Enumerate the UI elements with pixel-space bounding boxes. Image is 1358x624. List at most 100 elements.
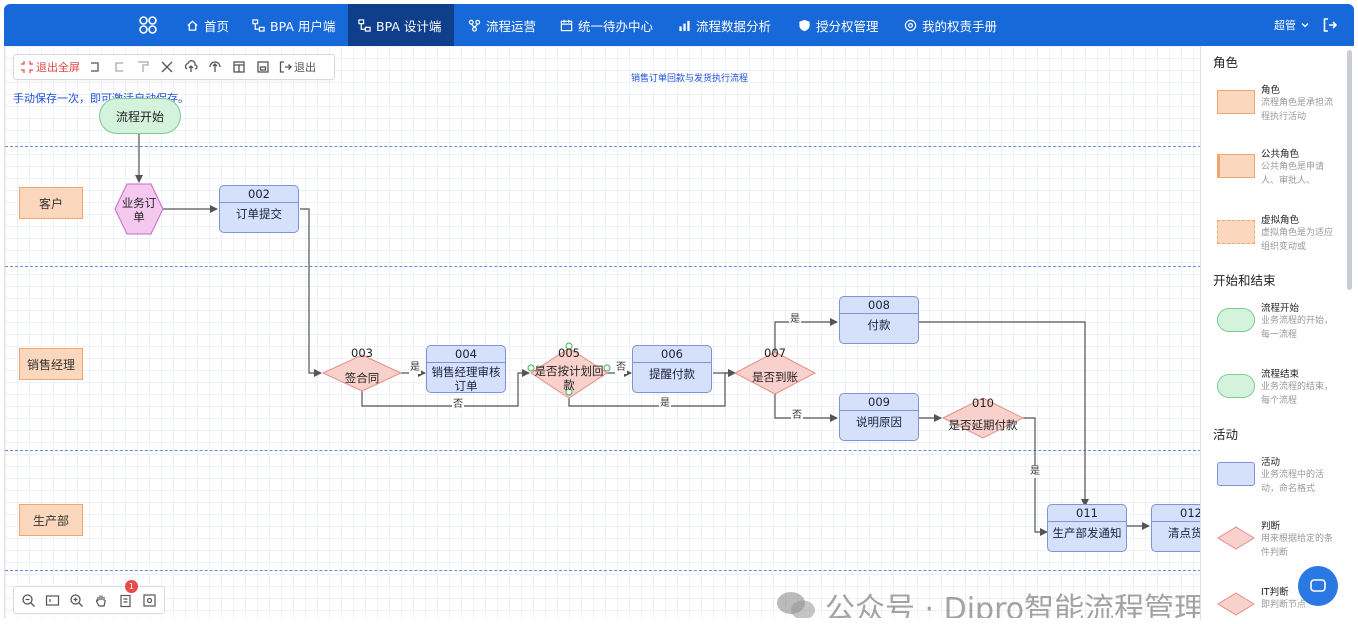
- palette-item-title: 流程结束: [1261, 369, 1300, 380]
- role-shape: [1217, 90, 1255, 114]
- panel-scrollbar[interactable]: [1347, 50, 1352, 290]
- redo-button[interactable]: [108, 56, 130, 78]
- user-menu[interactable]: 超管: [1274, 4, 1310, 46]
- pan-hand-button[interactable]: [91, 589, 112, 611]
- fit-view-button[interactable]: [42, 589, 63, 611]
- clipboard-icon: [120, 594, 131, 607]
- upload-button[interactable]: [180, 56, 202, 78]
- minimap-icon: [143, 593, 156, 607]
- manual-icon: [904, 19, 917, 31]
- anchor-handle: [565, 388, 573, 396]
- decision-010: [941, 397, 1025, 439]
- nav-authorization[interactable]: 授分权管理: [788, 4, 889, 46]
- zoom-in-button[interactable]: [66, 589, 87, 611]
- process-number: 011: [1048, 505, 1126, 522]
- edge: [774, 318, 838, 355]
- fit-view-icon: [46, 594, 60, 606]
- anchor-handle: [527, 364, 535, 372]
- process-name: 销售经理审核订单: [431, 365, 501, 393]
- chart-icon: [679, 20, 690, 31]
- anchor-handle: [565, 342, 573, 350]
- palette-item-desc: 虚拟角色是为适应组织变动或: [1261, 228, 1334, 252]
- exit-button[interactable]: 退出: [276, 56, 318, 78]
- palette-virtual-role[interactable]: 虚拟角色 虚拟角色是为适应组织变动或: [1217, 215, 1349, 276]
- diagram-canvas[interactable]: 退出全屏 退出 手动保存一次，即可激活自动保存。 销售订单回款与发货执行流程 客…: [4, 46, 1200, 618]
- activity-shape: [1217, 462, 1255, 486]
- layout-button[interactable]: [228, 56, 250, 78]
- palette-decision[interactable]: 判断 用来根据给定的条件判断: [1217, 521, 1349, 582]
- exit-icon: [279, 61, 292, 73]
- upload-icon: [209, 61, 221, 72]
- layout-icon: [233, 61, 245, 73]
- top-navigation: 首页 BPA 用户端 BPA 设计端 流程运营 统一待办中心 流程数据分析 授分…: [4, 4, 1354, 46]
- undo-button[interactable]: [84, 56, 106, 78]
- save-icon: [257, 61, 269, 73]
- section-roles: 角色: [1213, 55, 1239, 70]
- role-label: 客户: [38, 196, 63, 211]
- process-name: 清点货物: [1168, 526, 1200, 540]
- minimap-button[interactable]: [139, 589, 160, 611]
- decision-name[interactable]: 是否延期付款: [948, 418, 1018, 432]
- anchor-handle: [603, 364, 611, 372]
- palette-public-role[interactable]: 公共角色 公共角色是申请人、审批人、: [1217, 149, 1349, 210]
- lane-divider: [5, 570, 1200, 571]
- diagram-edges: [135, 134, 1150, 536]
- nav-todo-center[interactable]: 统一待办中心: [550, 4, 663, 46]
- zoom-in-icon: [70, 593, 84, 607]
- palette-item-title: IT判断: [1261, 587, 1289, 598]
- role-sales-manager[interactable]: 销售经理: [19, 348, 83, 380]
- clipboard-button[interactable]: 1: [115, 580, 138, 611]
- save-button[interactable]: [252, 56, 274, 78]
- format-painter-button[interactable]: [132, 56, 154, 78]
- watermark: 公众号 · Dipro智能流程管理: [775, 584, 1200, 618]
- nav-bpa-user[interactable]: BPA 用户端: [242, 4, 345, 46]
- role-production[interactable]: 生产部: [19, 504, 83, 536]
- role-customer[interactable]: 客户: [19, 187, 83, 219]
- palette-flow-end[interactable]: 流程结束 业务流程的结束，每个流程: [1217, 369, 1349, 430]
- zoom-out-button[interactable]: [18, 589, 39, 611]
- watermark-text: 公众号 · Dipro智能流程管理: [825, 592, 1200, 618]
- edge: [300, 208, 322, 377]
- section-activity: 活动: [1213, 427, 1239, 442]
- exit-fullscreen-button[interactable]: 退出全屏: [18, 56, 82, 78]
- start-node[interactable]: 流程开始: [99, 98, 181, 134]
- decision-007: [733, 351, 817, 395]
- zoom-out-icon: [22, 593, 36, 607]
- delete-button[interactable]: [156, 56, 178, 78]
- app-grid-icon[interactable]: [138, 15, 158, 35]
- publish-button[interactable]: [204, 56, 226, 78]
- edge-label-yes: 是: [659, 398, 671, 410]
- diagram-title: 销售订单回款与发货执行流程: [631, 74, 749, 84]
- decision-name[interactable]: 签合同: [344, 371, 380, 385]
- palette-activity[interactable]: 活动 业务流程中的活动，命名格式: [1217, 457, 1349, 518]
- nav-label: BPA 用户端: [270, 18, 336, 34]
- redo-icon: [115, 62, 123, 72]
- nav-process-ops[interactable]: 流程运营: [458, 4, 546, 46]
- process-012[interactable]: 012清点货物: [1151, 504, 1200, 552]
- process-number: 009: [840, 394, 918, 411]
- nav-responsibility-manual[interactable]: 我的权责手册: [894, 4, 1007, 46]
- process-name: 付款: [867, 318, 891, 332]
- nav-data-analysis[interactable]: 流程数据分析: [668, 4, 781, 46]
- palette-role[interactable]: 角色 流程角色是承担流程执行活动: [1217, 85, 1349, 146]
- palette-flow-start[interactable]: 流程开始 业务流程的开始，每一流程: [1217, 303, 1349, 364]
- decision-name[interactable]: 是否到账: [752, 370, 798, 384]
- decision-name[interactable]: 是否按计划回款: [534, 364, 604, 392]
- nav-home[interactable]: 首页: [176, 4, 239, 46]
- business-order-label[interactable]: 业务订单: [121, 196, 157, 224]
- notification-badge: 1: [124, 580, 138, 593]
- logout-icon[interactable]: [1322, 17, 1338, 33]
- chat-button[interactable]: [1298, 566, 1338, 606]
- lane-divider: [5, 146, 1200, 147]
- virtual-role-shape: [1217, 220, 1255, 244]
- palette-item-desc: 用来根据给定的条件判断: [1261, 534, 1334, 558]
- nav-bpa-design[interactable]: BPA 设计端: [348, 4, 454, 46]
- palette-item-title: 活动: [1261, 457, 1281, 468]
- palette-it-decision[interactable]: IT判断 即判断节点: [1217, 587, 1349, 620]
